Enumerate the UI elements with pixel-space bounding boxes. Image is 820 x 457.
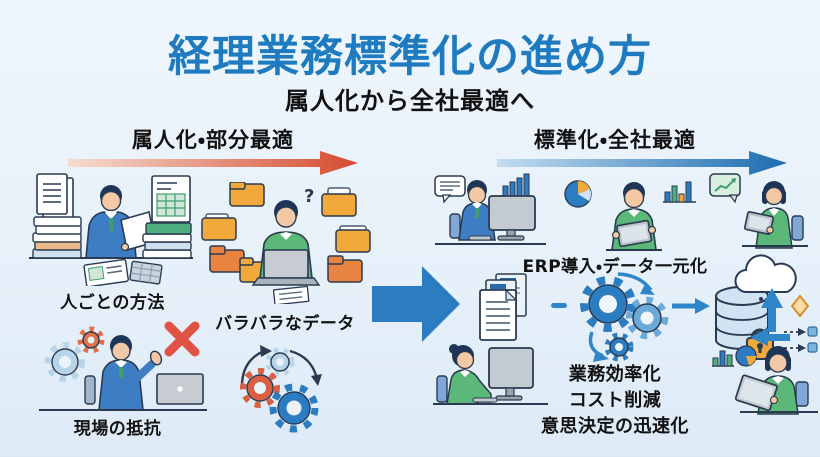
blue-gradient-arrow-icon bbox=[497, 151, 787, 175]
loose-paper-icon bbox=[272, 285, 310, 304]
man-at-monitor-illustration bbox=[434, 173, 546, 245]
field-resistance-illustration bbox=[39, 321, 207, 411]
folder-icon bbox=[327, 255, 363, 283]
folder-icon bbox=[209, 245, 245, 273]
chair-icon bbox=[84, 375, 96, 405]
chair-icon bbox=[449, 213, 461, 239]
center-transition-arrow-icon bbox=[372, 266, 460, 342]
list-item-icon bbox=[807, 342, 818, 353]
question-mark-icon: ? bbox=[304, 186, 314, 207]
pie-chart-icon bbox=[735, 345, 757, 367]
benefit-item: コスト削減 bbox=[568, 390, 662, 411]
speech-bubble-icon bbox=[434, 175, 466, 204]
book-stack-right bbox=[142, 222, 192, 259]
arrowhead-icon bbox=[311, 374, 322, 386]
arrowhead-icon bbox=[593, 350, 609, 362]
benefit-item: 業務効率化 bbox=[568, 364, 662, 385]
folder-icon bbox=[229, 182, 265, 207]
connector-dash bbox=[551, 303, 567, 308]
right-section-header: 標準化・全社最適 bbox=[533, 128, 697, 152]
gear-icon bbox=[580, 276, 636, 332]
red-gradient-arrow-icon bbox=[68, 151, 358, 175]
gear-icon bbox=[77, 326, 105, 354]
man-at-desk-illustration bbox=[29, 173, 193, 286]
bar-chart-icon bbox=[501, 173, 532, 197]
page-title: 経理業務標準化の進め方 bbox=[168, 32, 652, 82]
benefit-item: 意思決定の迅速化 bbox=[541, 416, 689, 437]
benefits-list: 業務効率化 コスト削減 意思決定の迅速化 bbox=[505, 362, 725, 440]
pie-chart-icon bbox=[564, 180, 592, 208]
gear-icon bbox=[604, 332, 634, 362]
laptop-icon bbox=[156, 373, 204, 405]
arrowhead-icon bbox=[260, 345, 272, 357]
left-section-header: 属人化・部分最適 bbox=[131, 128, 295, 152]
gear-icon bbox=[265, 347, 295, 377]
gear-icon bbox=[269, 383, 319, 433]
keyboard-icon bbox=[468, 235, 492, 241]
gear-icon bbox=[240, 368, 280, 408]
hand bbox=[647, 225, 657, 235]
woman-tablet-illustration bbox=[709, 173, 808, 249]
curved-arrow-icon bbox=[617, 272, 653, 292]
data-output-icons bbox=[784, 294, 818, 353]
chair-icon bbox=[436, 375, 448, 403]
green-tablet-man-illustration bbox=[564, 180, 696, 251]
laptop-icon bbox=[251, 249, 321, 286]
businessman-figure bbox=[458, 180, 496, 241]
caption-personal-methods: 人ごとの方法 bbox=[60, 293, 165, 313]
gear-icon bbox=[625, 296, 669, 340]
folder-icon bbox=[321, 187, 357, 217]
arrowhead-icon bbox=[798, 328, 806, 336]
arrowhead-icon bbox=[798, 344, 806, 352]
hand bbox=[611, 230, 621, 240]
trend-chart-bubble-icon bbox=[709, 173, 741, 204]
document-icon bbox=[36, 173, 74, 219]
paper-stack-left bbox=[32, 216, 82, 259]
scattered-folders-illustration: ? bbox=[201, 182, 371, 304]
cloud-icon bbox=[734, 254, 797, 294]
woman-at-desktop-illustration bbox=[433, 344, 548, 405]
woman-tablet-charts-illustration bbox=[712, 345, 818, 415]
tablet-icon bbox=[616, 219, 653, 248]
spreadsheet-icon bbox=[151, 175, 191, 223]
arrowhead-icon bbox=[640, 284, 655, 295]
cross-mark-icon bbox=[164, 321, 200, 357]
diamond-icon bbox=[790, 294, 810, 318]
report-paper-icon bbox=[83, 258, 129, 286]
keyboard-icon bbox=[472, 397, 498, 403]
documents-stack-icon bbox=[479, 273, 527, 341]
calculator-icon bbox=[129, 260, 163, 285]
gear-icon bbox=[45, 342, 85, 382]
chair-icon bbox=[795, 381, 809, 407]
hand bbox=[766, 226, 774, 234]
bar-chart-icon bbox=[712, 350, 734, 367]
tablet-icon bbox=[743, 211, 775, 235]
folder-icon bbox=[335, 225, 371, 253]
bar-chart-icon bbox=[663, 181, 696, 203]
page-subtitle: 属人化から全社最適へ bbox=[285, 87, 535, 115]
refusing-man-figure bbox=[98, 335, 163, 411]
rotating-gears-illustration bbox=[240, 345, 322, 433]
chair-icon bbox=[791, 215, 804, 241]
monitor-icon bbox=[488, 347, 534, 401]
woman-figure bbox=[446, 344, 492, 405]
process-gears-illustration bbox=[580, 272, 669, 362]
folder-icon bbox=[201, 213, 237, 241]
flow-arrow-icon bbox=[672, 298, 710, 314]
caption-erp: ERP導入・データ一元化 bbox=[522, 257, 708, 277]
monitor-icon bbox=[488, 195, 536, 241]
caption-scattered-data: バラバラなデータ bbox=[215, 314, 355, 334]
caption-field-resistance: 現場の抵抗 bbox=[73, 419, 162, 439]
cloud-sync-arrows-icon bbox=[750, 288, 790, 346]
hand bbox=[769, 395, 779, 405]
list-item-icon bbox=[807, 326, 818, 337]
